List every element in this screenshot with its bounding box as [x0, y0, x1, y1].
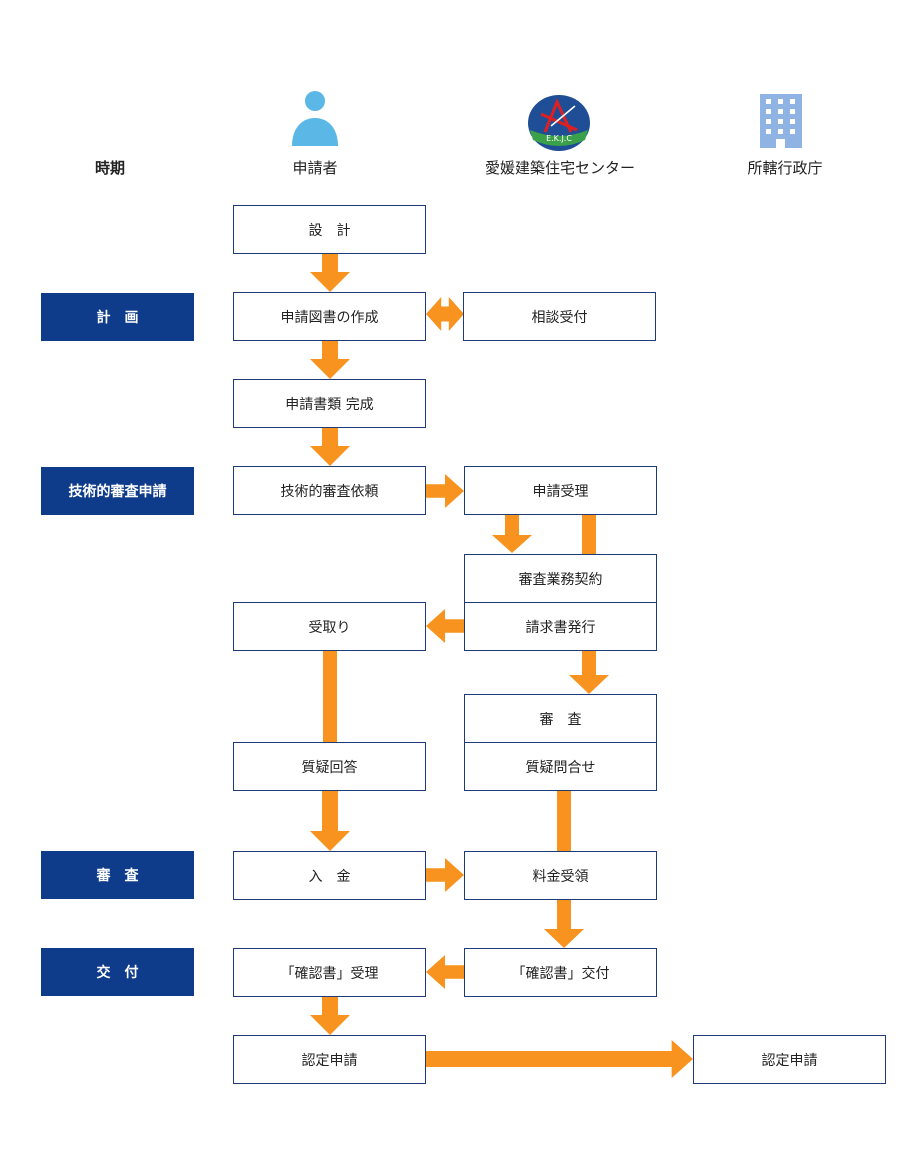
step-review-contract: 審査業務契約 — [464, 554, 657, 603]
arrow-down-certificate — [322, 997, 338, 1015]
center-header: 愛媛建築住宅センター — [484, 159, 635, 177]
arrow-down-fee — [557, 899, 571, 929]
bar-receive-answer — [323, 651, 337, 743]
step-answer: 質疑回答 — [233, 742, 426, 791]
step-payment: 入 金 — [233, 851, 426, 900]
arrow-right-request — [426, 474, 464, 508]
step-prepare-drawings: 申請図書の作成 — [233, 292, 426, 341]
ekjc-logo-icon: E.K.J.C — [528, 95, 590, 151]
step-fee-receipt: 料金受領 — [464, 851, 657, 900]
arrow-down-invoice — [582, 651, 596, 675]
period-header: 時期 — [94, 159, 125, 177]
step-inquiry: 質疑問合せ — [464, 742, 657, 791]
step-review: 審 査 — [464, 694, 657, 743]
applicant-header: 申請者 — [292, 159, 338, 177]
phase-tech-review-application: 技術的審査申請 — [41, 467, 194, 515]
bar-accept-invoice — [582, 515, 596, 555]
arrowhead-down-prepare — [310, 359, 350, 379]
bar-inquiry-fee — [557, 791, 571, 852]
arrow-down-design — [322, 254, 338, 272]
arrow-left-certificate — [426, 955, 464, 989]
arrowhead-down-answer — [310, 831, 350, 851]
arrow-down-accept — [505, 515, 519, 535]
arrow-left-invoice — [426, 609, 464, 643]
arrowhead-down-accept — [492, 535, 532, 553]
step-invoice-issue: 請求書発行 — [464, 602, 657, 651]
arrow-right-payment — [426, 858, 464, 892]
step-cert-application: 認定申請 — [233, 1035, 426, 1084]
step-documents-complete: 申請書類 完成 — [233, 379, 426, 428]
government-header: 所轄行政庁 — [747, 159, 823, 177]
person-icon — [292, 91, 338, 146]
arrowhead-down-complete — [310, 446, 350, 466]
phase-plan: 計 画 — [41, 293, 194, 341]
step-certificate-issue: 「確認書」交付 — [464, 948, 657, 997]
arrow-right-cert-application — [426, 1040, 693, 1078]
arrow-down-answer — [322, 791, 338, 831]
arrowhead-down-invoice — [569, 675, 609, 694]
arrow-down-complete — [322, 428, 338, 446]
step-consultation: 相談受付 — [463, 292, 656, 341]
arrowhead-down-fee — [544, 929, 584, 948]
step-cert-application-gov: 認定申請 — [693, 1035, 886, 1084]
step-application-accept: 申請受理 — [464, 466, 657, 515]
arrow-down-prepare — [322, 341, 338, 359]
step-design: 設 計 — [233, 205, 426, 254]
ekjc-logo-text: E.K.J.C — [546, 134, 572, 143]
step-certificate-accept: 「確認書」受理 — [233, 948, 426, 997]
double-arrow-consult — [426, 297, 464, 331]
arrowhead-down-certificate — [310, 1015, 350, 1035]
phase-issue: 交 付 — [41, 948, 194, 996]
phase-review: 審 査 — [41, 851, 194, 899]
arrowhead-down-design — [310, 272, 350, 292]
step-review-request: 技術的審査依頼 — [233, 466, 426, 515]
step-receive-invoice: 受取り — [233, 602, 426, 651]
building-icon — [760, 94, 802, 148]
